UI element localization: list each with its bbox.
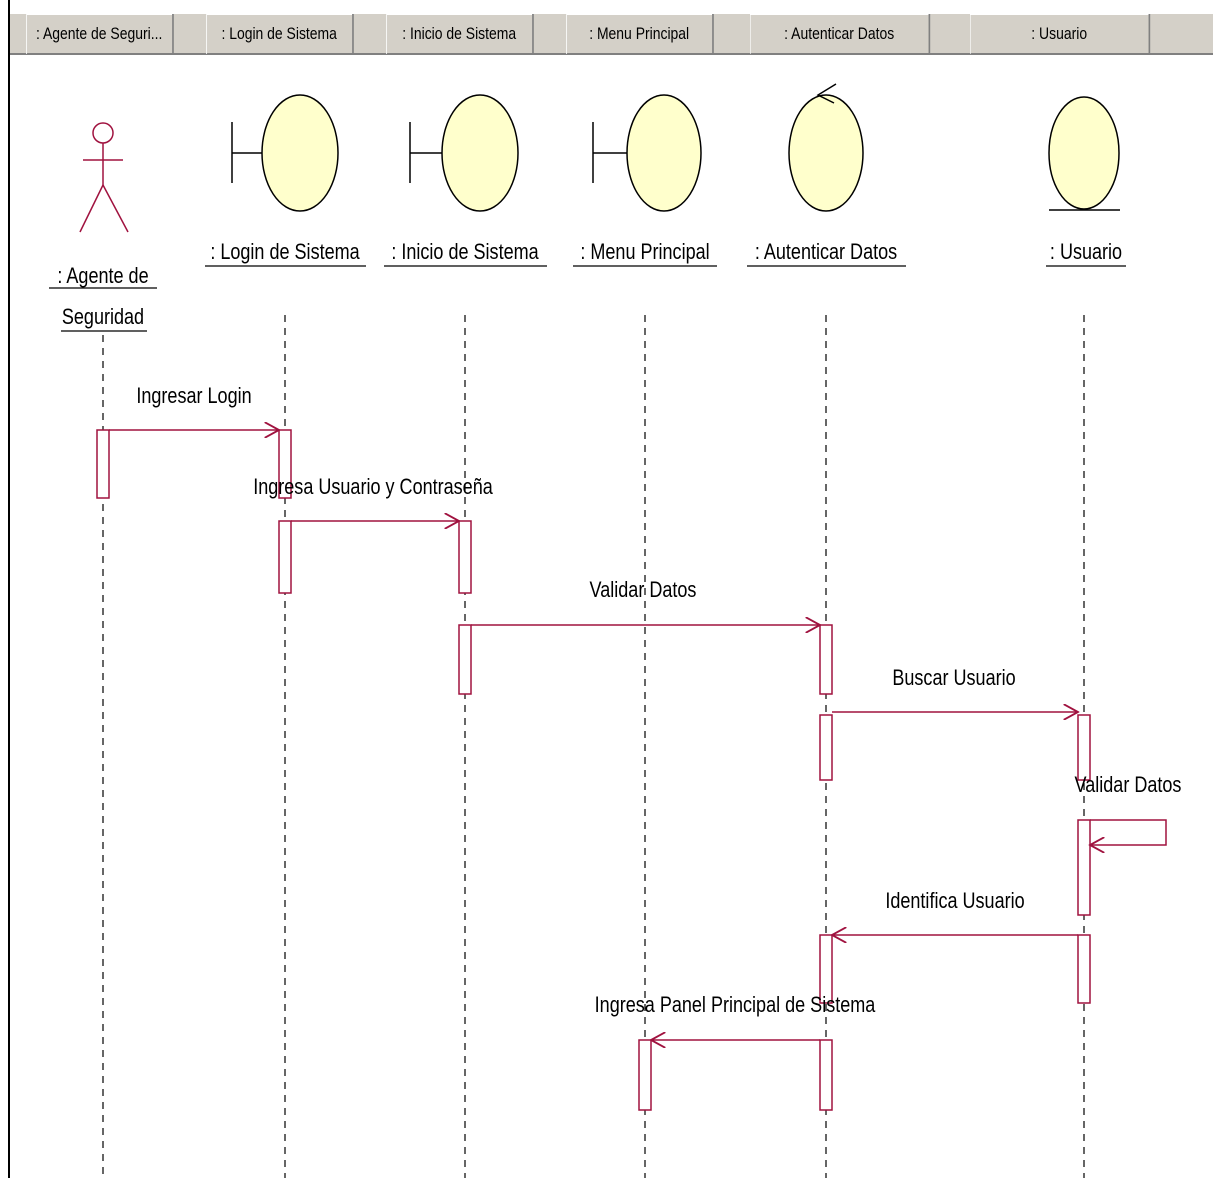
header-cell-inicio[interactable]: : Inicio de Sistema bbox=[386, 14, 534, 54]
object-label-usuario: : Usuario bbox=[1050, 240, 1122, 264]
object-label-menu: : Menu Principal bbox=[580, 240, 709, 264]
boundary-login-icon[interactable] bbox=[231, 94, 339, 212]
activation-autenticar-3 bbox=[819, 934, 833, 1004]
message-label-validar-datos: Validar Datos bbox=[590, 578, 697, 602]
header-cell-menu[interactable]: : Menu Principal bbox=[566, 14, 714, 54]
activation-agente-1 bbox=[96, 429, 110, 499]
header-cell-usuario[interactable]: : Usuario bbox=[970, 14, 1151, 54]
object-labels: : Agente de Seguridad : Login de Sistema… bbox=[49, 240, 1126, 332]
actor-agente-icon[interactable] bbox=[79, 122, 129, 233]
message-label-validar-datos-self: Validar Datos bbox=[1075, 773, 1182, 797]
lifelines bbox=[102, 315, 1085, 1178]
message-label-identifica-usuario: Identifica Usuario bbox=[885, 889, 1024, 913]
header-cell-agente[interactable]: : Agente de Seguri... bbox=[26, 14, 174, 54]
object-label-inicio: : Inicio de Sistema bbox=[391, 240, 539, 264]
activation-usuario-3 bbox=[1077, 934, 1091, 1004]
activation-login-1 bbox=[278, 429, 292, 499]
message-arrow-validar-datos-self[interactable] bbox=[1090, 819, 1167, 845]
activation-usuario-1 bbox=[1077, 714, 1091, 781]
boundary-menu-icon[interactable] bbox=[592, 94, 702, 212]
header-cell-label: : Autenticar Datos bbox=[784, 24, 895, 43]
header-cell-label: : Usuario bbox=[1031, 24, 1088, 43]
header-bar: : Agente de Seguri... : Login de Sistema… bbox=[10, 13, 1213, 55]
header-cell-label: : Agente de Seguri... bbox=[36, 24, 163, 43]
activation-inicio-1 bbox=[458, 520, 472, 594]
activation-autenticar-4 bbox=[819, 1039, 833, 1111]
object-label-agente-line1: : Agente de bbox=[57, 264, 148, 288]
activation-usuario-2 bbox=[1077, 819, 1091, 916]
diagram-window bbox=[8, 0, 1213, 1178]
header-cell-label: : Inicio de Sistema bbox=[402, 24, 517, 43]
header-cell-label: : Login de Sistema bbox=[221, 24, 337, 43]
control-autenticar-icon[interactable] bbox=[788, 83, 864, 212]
message-labels: Ingresar Login Ingresa Usuario y Contras… bbox=[136, 384, 1181, 1017]
activation-autenticar-2 bbox=[819, 714, 833, 781]
activation-menu-1 bbox=[638, 1039, 652, 1111]
header-cell-autenticar[interactable]: : Autenticar Datos bbox=[750, 14, 931, 54]
boundary-inicio-icon[interactable] bbox=[409, 94, 519, 212]
message-label-ingresa-usuario: Ingresa Usuario y Contraseña bbox=[253, 475, 493, 499]
activation-inicio-2 bbox=[458, 624, 472, 695]
message-label-ingresar-login: Ingresar Login bbox=[136, 384, 251, 408]
messages bbox=[109, 430, 1167, 1040]
activation-login-2 bbox=[278, 520, 292, 594]
entity-usuario-icon[interactable] bbox=[1048, 96, 1120, 211]
message-label-ingresa-panel: Ingresa Panel Principal de Sistema bbox=[595, 993, 876, 1017]
header-cell-label: : Menu Principal bbox=[589, 24, 690, 43]
activations bbox=[96, 429, 1091, 1111]
object-label-login: : Login de Sistema bbox=[210, 240, 360, 264]
header-cell-login[interactable]: : Login de Sistema bbox=[206, 14, 354, 54]
message-label-buscar-usuario: Buscar Usuario bbox=[892, 666, 1015, 690]
object-label-agente-line2: Seguridad bbox=[62, 305, 144, 329]
object-label-autenticar: : Autenticar Datos bbox=[755, 240, 897, 264]
activation-autenticar-1 bbox=[819, 624, 833, 695]
